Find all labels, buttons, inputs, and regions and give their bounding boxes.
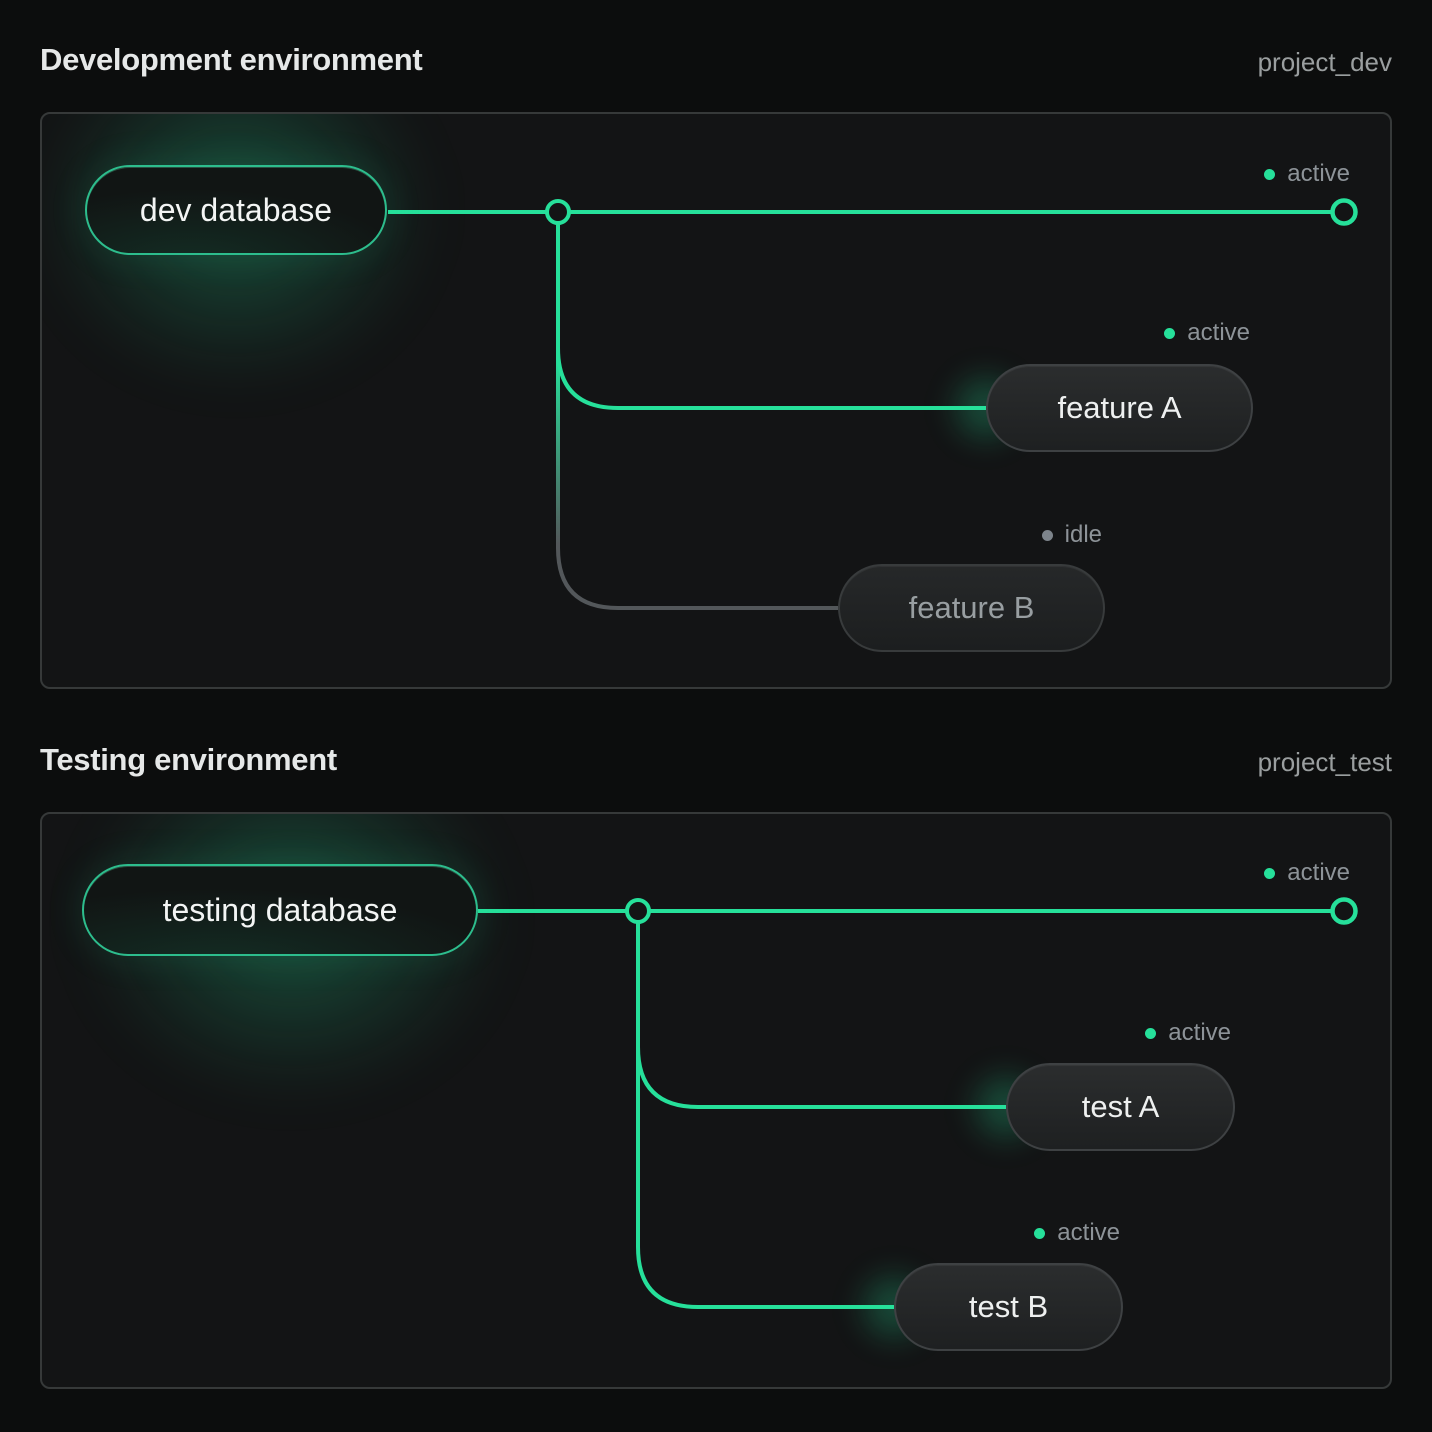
status-dot-icon xyxy=(1164,327,1176,339)
trunk-end-icon xyxy=(1330,198,1358,226)
node-test-b[interactable]: test B xyxy=(894,1263,1123,1351)
node-testing-database[interactable]: testing database xyxy=(82,864,478,956)
dev-branch-wires xyxy=(388,198,1358,610)
dev-environment-panel: dev database feature A feature B active … xyxy=(40,112,1392,689)
feature-b-status: idle xyxy=(1041,520,1102,550)
node-testing-database-label: testing database xyxy=(162,891,398,928)
branch-point-icon xyxy=(545,199,571,225)
status-label: active xyxy=(1057,1219,1120,1246)
test-branch-wires xyxy=(478,897,1358,1309)
test-a-branch-line xyxy=(636,911,1006,1109)
status-label: active xyxy=(1168,1019,1231,1046)
dev-trunk-status: active xyxy=(1264,159,1350,189)
dev-section-title: Development environment xyxy=(40,42,423,77)
node-feature-a-label: feature A xyxy=(1057,390,1182,425)
status-label: idle xyxy=(1064,521,1102,548)
status-dot-icon xyxy=(1041,529,1053,541)
dev-project-label: project_dev xyxy=(1257,47,1392,77)
status-label: active xyxy=(1287,160,1350,187)
status-label: active xyxy=(1187,319,1250,346)
trunk-end-icon xyxy=(1330,897,1358,925)
feature-a-status: active xyxy=(1164,318,1250,348)
node-test-b-label: test B xyxy=(968,1289,1049,1324)
test-b-branch-line xyxy=(636,911,894,1309)
status-dot-icon xyxy=(1145,1027,1157,1039)
test-environment-panel: testing database test A test B active ac… xyxy=(40,812,1392,1389)
status-dot-icon xyxy=(1264,867,1276,879)
node-test-a-label: test A xyxy=(1081,1089,1160,1124)
test-project-label: project_test xyxy=(1257,747,1392,777)
status-dot-icon xyxy=(1264,168,1276,180)
node-feature-a[interactable]: feature A xyxy=(986,364,1253,452)
test-trunk-status: active xyxy=(1264,858,1350,888)
node-dev-database-label: dev database xyxy=(139,191,333,228)
branch-point-icon xyxy=(625,898,651,924)
test-a-status: active xyxy=(1145,1018,1231,1048)
node-dev-database[interactable]: dev database xyxy=(85,165,387,255)
feature-b-branch-line xyxy=(556,212,838,610)
status-dot-icon xyxy=(1034,1227,1046,1239)
test-b-status: active xyxy=(1034,1218,1120,1248)
test-section-title: Testing environment xyxy=(40,742,337,777)
feature-a-branch-line xyxy=(556,212,986,410)
status-label: active xyxy=(1287,859,1350,886)
node-feature-b[interactable]: feature B xyxy=(838,564,1105,652)
node-test-a[interactable]: test A xyxy=(1006,1063,1235,1151)
node-feature-b-label: feature B xyxy=(908,590,1035,625)
